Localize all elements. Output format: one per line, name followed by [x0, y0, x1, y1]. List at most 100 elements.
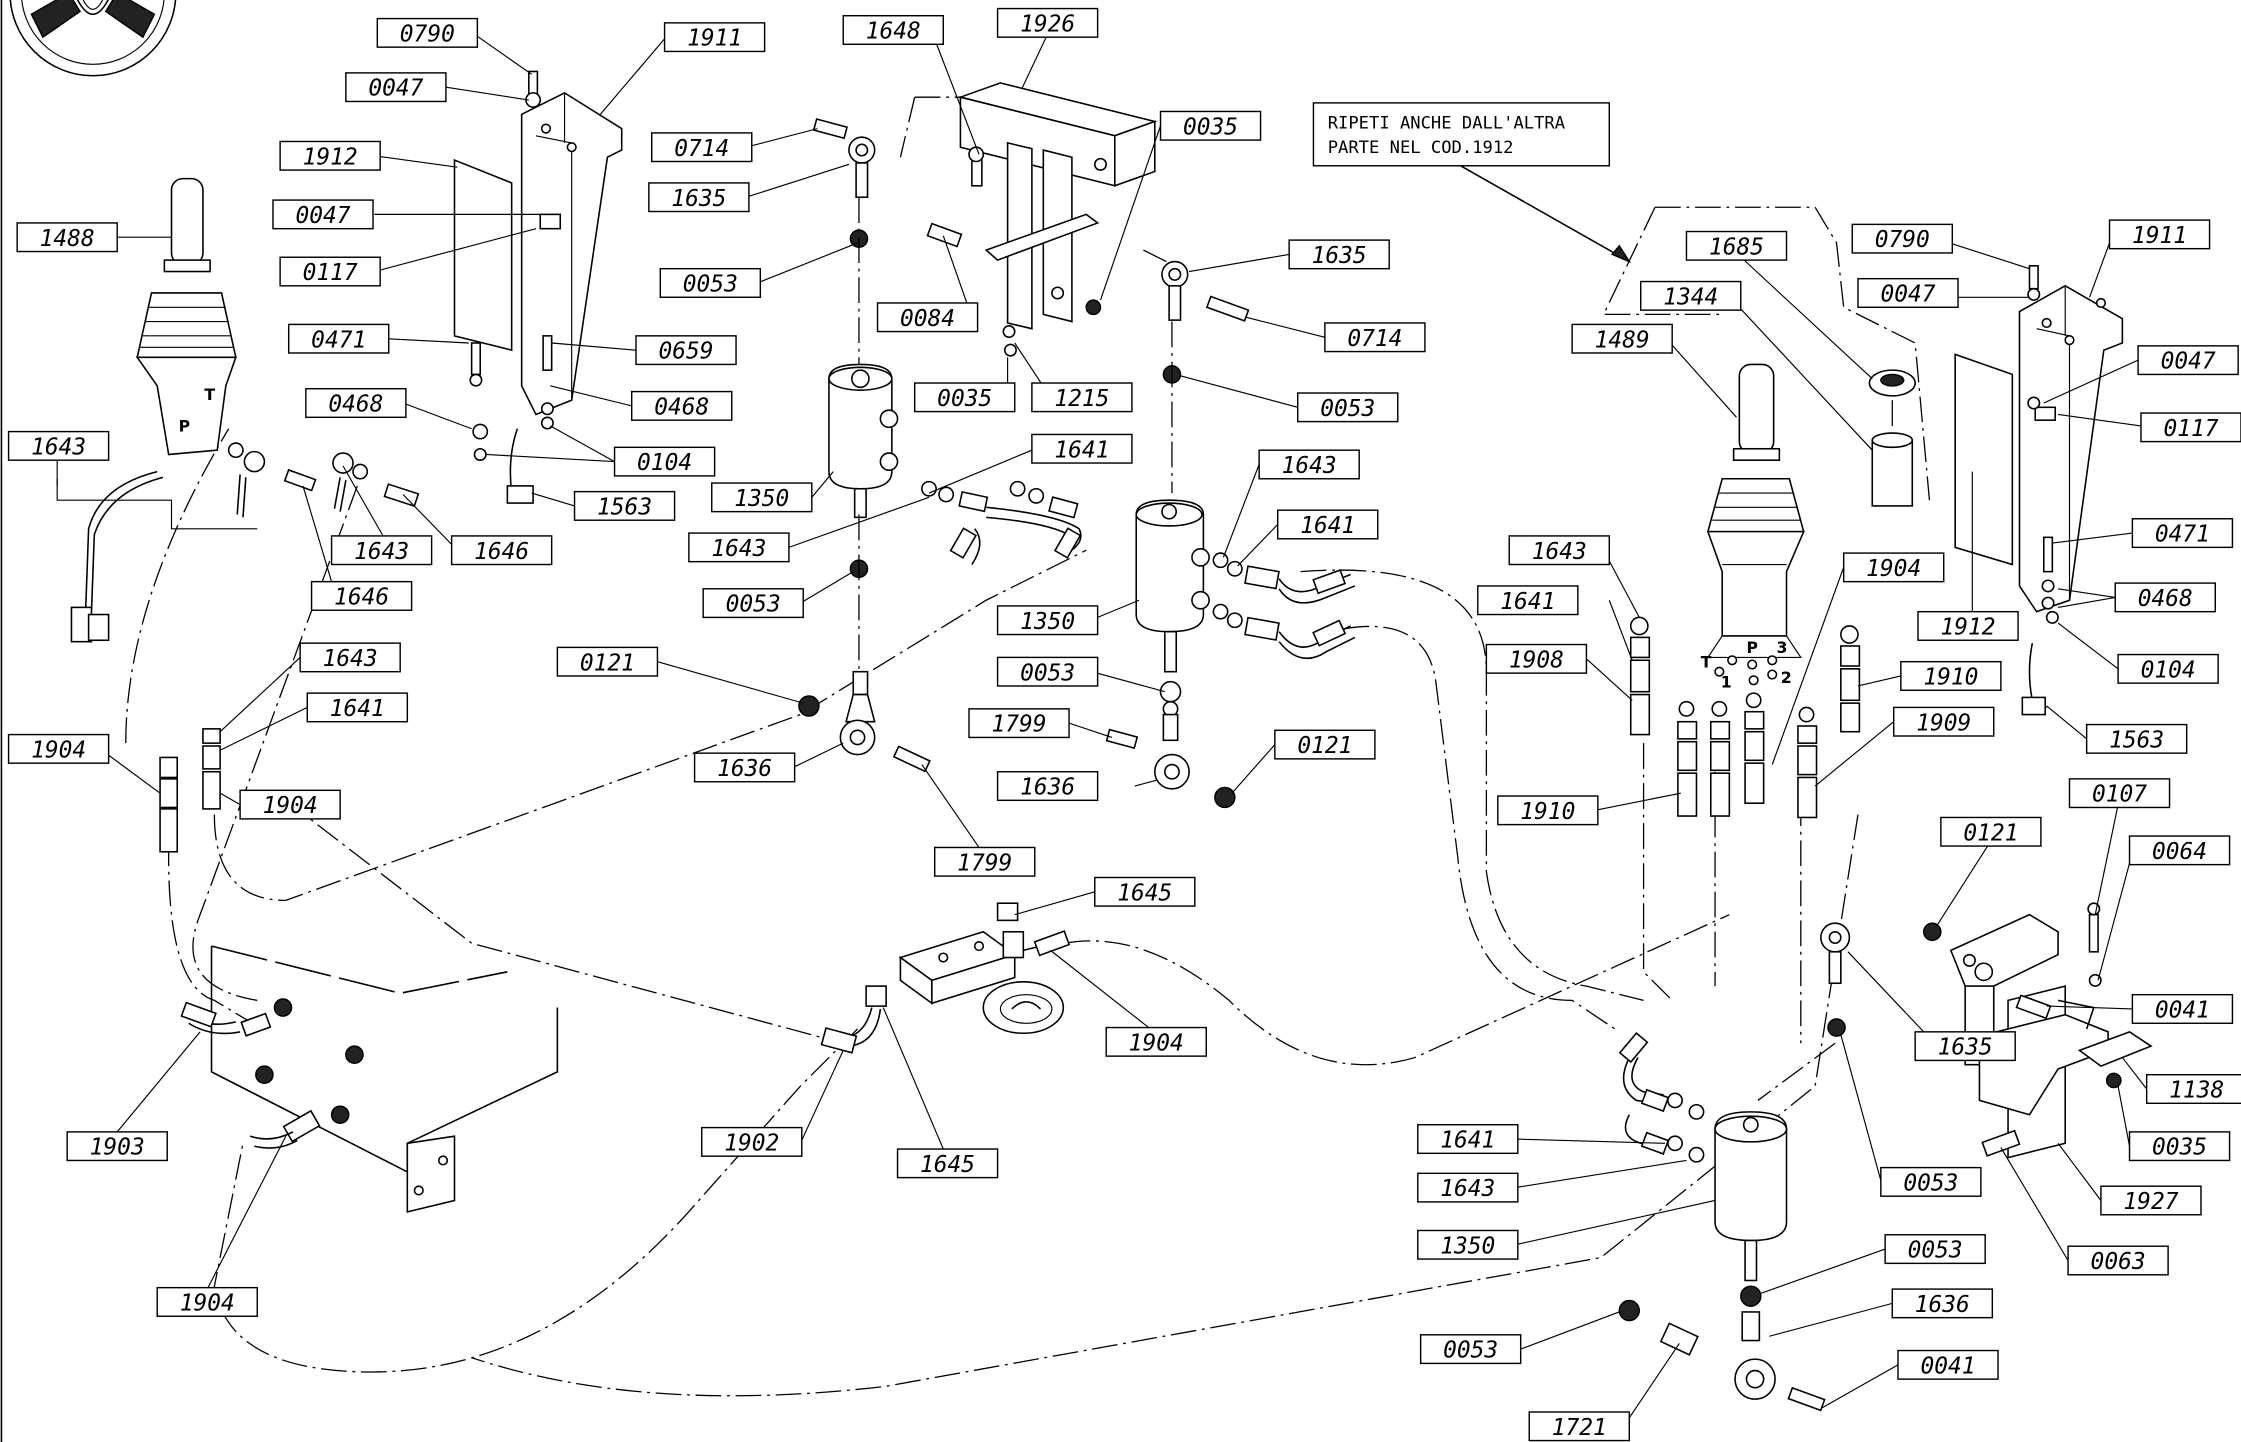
- callout-box[interactable]: [1288, 239, 1390, 270]
- part-callout-1643[interactable]: 1643: [330, 535, 433, 566]
- part-callout-1641[interactable]: 1641: [306, 692, 409, 723]
- part-callout-1563[interactable]: 1563: [2085, 723, 2188, 754]
- callout-box[interactable]: [2067, 1245, 2169, 1276]
- callout-box[interactable]: [299, 642, 401, 673]
- part-callout-0035[interactable]: 0035: [2128, 1131, 2231, 1162]
- part-callout-1646[interactable]: 1646: [450, 535, 553, 566]
- part-callout-1489[interactable]: 1489: [1571, 323, 1673, 354]
- callout-box[interactable]: [2131, 518, 2234, 549]
- part-callout-1902[interactable]: 1902: [701, 1126, 803, 1157]
- part-callout-1904[interactable]: 1904: [7, 733, 110, 764]
- callout-box[interactable]: [913, 382, 1016, 413]
- callout-box[interactable]: [663, 22, 766, 53]
- part-callout-0047[interactable]: 0047: [2137, 345, 2239, 376]
- callout-box[interactable]: [651, 132, 753, 163]
- part-callout-1646[interactable]: 1646: [310, 580, 413, 611]
- callout-box[interactable]: [693, 752, 796, 783]
- callout-box[interactable]: [1900, 660, 2002, 691]
- callout-box[interactable]: [1892, 706, 1995, 737]
- callout-box[interactable]: [1105, 1026, 1207, 1057]
- callout-box[interactable]: [659, 267, 762, 298]
- callout-box[interactable]: [2068, 778, 2171, 809]
- callout-box[interactable]: [842, 15, 944, 46]
- callout-box[interactable]: [1485, 643, 1588, 674]
- callout-box[interactable]: [996, 605, 1099, 636]
- callout-box[interactable]: [1940, 816, 2042, 847]
- callout-box[interactable]: [1276, 509, 1379, 540]
- callout-box[interactable]: [1880, 1166, 1982, 1197]
- part-callout-0790[interactable]: 0790: [376, 17, 479, 48]
- callout-box[interactable]: [996, 7, 1099, 38]
- part-callout-0468[interactable]: 0468: [2114, 582, 2216, 613]
- callout-box[interactable]: [701, 1126, 803, 1157]
- callout-box[interactable]: [1417, 1124, 1519, 1155]
- callout-box[interactable]: [345, 72, 447, 103]
- part-callout-0053[interactable]: 0053: [1884, 1234, 1986, 1265]
- part-callout-1636[interactable]: 1636: [693, 752, 796, 783]
- part-callout-1636[interactable]: 1636: [1891, 1288, 1994, 1319]
- callout-box[interactable]: [1297, 392, 1399, 423]
- callout-box[interactable]: [279, 256, 381, 287]
- callout-box[interactable]: [702, 588, 804, 619]
- callout-box[interactable]: [1640, 280, 1742, 311]
- callout-box[interactable]: [1031, 382, 1133, 413]
- part-callout-1926[interactable]: 1926: [996, 7, 1099, 38]
- callout-box[interactable]: [1857, 277, 1959, 308]
- part-callout-1215[interactable]: 1215: [1031, 382, 1133, 413]
- part-callout-1350[interactable]: 1350: [996, 605, 1099, 636]
- part-callout-1350[interactable]: 1350: [711, 482, 813, 513]
- callout-box[interactable]: [279, 140, 381, 171]
- part-callout-0047[interactable]: 0047: [1857, 277, 1959, 308]
- part-callout-0659[interactable]: 0659: [635, 335, 737, 366]
- part-callout-1910[interactable]: 1910: [1497, 795, 1599, 826]
- part-callout-1927[interactable]: 1927: [2100, 1185, 2202, 1216]
- callout-box[interactable]: [1031, 433, 1133, 464]
- part-callout-0053[interactable]: 0053: [996, 656, 1099, 687]
- callout-box[interactable]: [2145, 1073, 2241, 1105]
- part-callout-1488[interactable]: 1488: [16, 222, 118, 253]
- part-callout-1904[interactable]: 1904: [239, 789, 341, 820]
- part-callout-1645[interactable]: 1645: [1094, 876, 1196, 907]
- part-callout-1908[interactable]: 1908: [1485, 643, 1588, 674]
- callout-box[interactable]: [1159, 110, 1262, 141]
- callout-box[interactable]: [1417, 1172, 1519, 1203]
- callout-box[interactable]: [996, 771, 1099, 802]
- part-callout-1648[interactable]: 1648: [842, 15, 944, 46]
- part-callout-1904[interactable]: 1904: [156, 1286, 258, 1317]
- callout-box[interactable]: [1497, 795, 1599, 826]
- callout-box[interactable]: [1851, 223, 1954, 254]
- part-callout-1641[interactable]: 1641: [1477, 585, 1579, 616]
- part-callout-0035[interactable]: 0035: [913, 382, 1016, 413]
- part-callout-0053[interactable]: 0053: [1880, 1166, 1982, 1197]
- callout-box[interactable]: [287, 323, 390, 354]
- part-callout-0041[interactable]: 0041: [1897, 1349, 1999, 1380]
- part-callout-0117[interactable]: 0117: [279, 256, 381, 287]
- part-callout-1563[interactable]: 1563: [573, 490, 676, 521]
- callout-box[interactable]: [1528, 1411, 1631, 1442]
- part-callout-0471[interactable]: 0471: [2131, 518, 2234, 549]
- part-callout-0117[interactable]: 0117: [2140, 412, 2241, 443]
- callout-box[interactable]: [305, 388, 407, 419]
- part-callout-0084[interactable]: 0084: [876, 302, 979, 333]
- part-callout-1645[interactable]: 1645: [896, 1148, 999, 1179]
- callout-box[interactable]: [330, 535, 433, 566]
- part-callout-1635[interactable]: 1635: [1288, 239, 1390, 270]
- part-callout-1635[interactable]: 1635: [1914, 1031, 2016, 1062]
- part-callout-1350[interactable]: 1350: [1417, 1229, 1519, 1260]
- callout-box[interactable]: [376, 17, 479, 48]
- callout-box[interactable]: [156, 1286, 258, 1317]
- part-callout-1344[interactable]: 1344: [1640, 280, 1742, 311]
- part-callout-0790[interactable]: 0790: [1851, 223, 1954, 254]
- callout-box[interactable]: [2100, 1185, 2202, 1216]
- callout-box[interactable]: [7, 430, 110, 461]
- part-callout-0121[interactable]: 0121: [1274, 729, 1376, 760]
- callout-box[interactable]: [1884, 1234, 1986, 1265]
- callout-box[interactable]: [1324, 322, 1426, 353]
- part-callout-1912[interactable]: 1912: [279, 140, 381, 171]
- callout-box[interactable]: [310, 580, 413, 611]
- callout-box[interactable]: [306, 692, 409, 723]
- part-callout-0053[interactable]: 0053: [702, 588, 804, 619]
- callout-box[interactable]: [1842, 552, 1945, 583]
- part-callout-1685[interactable]: 1685: [1685, 230, 1788, 261]
- callout-box[interactable]: [2137, 345, 2239, 376]
